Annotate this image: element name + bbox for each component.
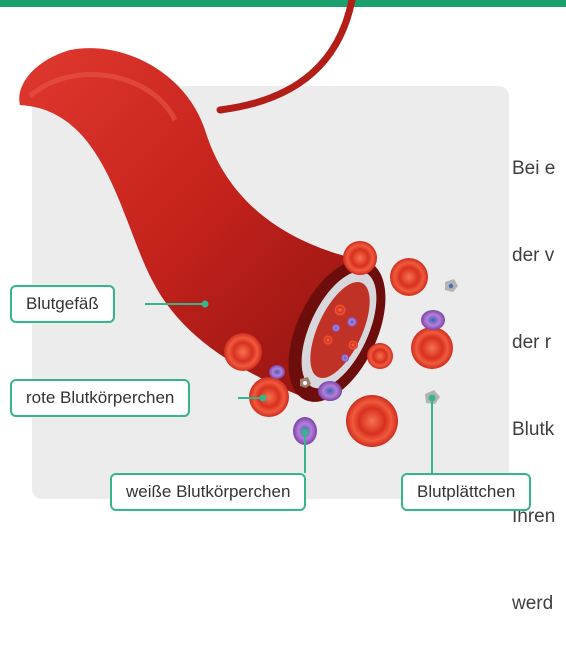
white-blood-cell xyxy=(341,354,349,362)
red-blood-cell xyxy=(346,395,398,447)
text-line: der r xyxy=(512,328,566,357)
white-blood-cell xyxy=(318,381,342,401)
text-line: Blutk xyxy=(512,415,566,444)
red-blood-cell xyxy=(348,340,358,350)
label-white-cells: weiße Blutkörperchen xyxy=(110,473,306,511)
red-blood-cell xyxy=(224,333,262,371)
capillary xyxy=(220,0,352,110)
platelet xyxy=(445,279,458,292)
red-blood-cell xyxy=(323,335,333,345)
label-vessel: Blutgefäß xyxy=(10,285,115,323)
red-blood-cell xyxy=(343,241,377,275)
red-blood-cell xyxy=(390,258,428,296)
text-line: werd xyxy=(512,589,566,618)
white-blood-cell xyxy=(269,365,285,379)
text-line: Bei e xyxy=(512,154,566,183)
red-blood-cell xyxy=(411,327,453,369)
label-red-cells: rote Blutkörperchen xyxy=(10,379,190,417)
white-blood-cell xyxy=(332,324,340,332)
white-blood-cell xyxy=(421,310,445,330)
white-blood-cell xyxy=(347,317,357,327)
blood-vessel-illustration xyxy=(0,0,566,511)
text-line: der v xyxy=(512,241,566,270)
description-text: Bei e der v der r Blutk Ihren werd xyxy=(512,96,566,647)
red-blood-cell xyxy=(334,304,346,316)
red-blood-cell xyxy=(367,343,393,369)
label-platelets: Blutplättchen xyxy=(401,473,531,511)
